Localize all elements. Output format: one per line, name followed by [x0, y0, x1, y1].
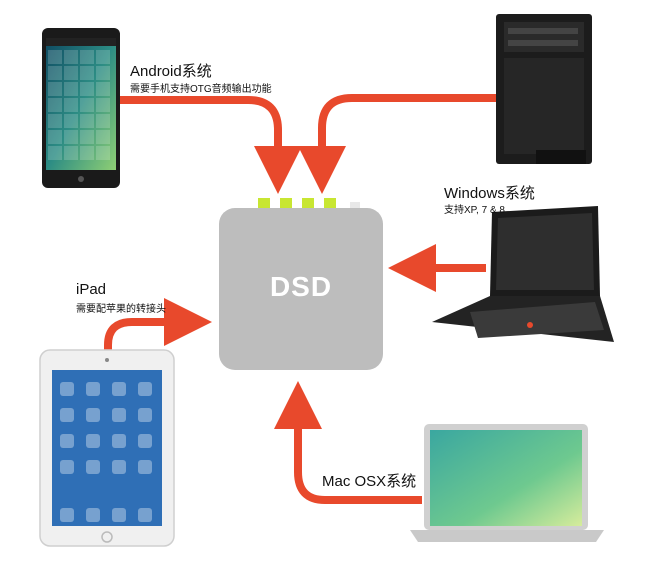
dsd-hub	[219, 198, 383, 370]
ipad	[39, 349, 175, 547]
arrow-mac	[274, 381, 422, 504]
android-title: Android系统	[130, 63, 212, 80]
windows-laptop	[432, 206, 614, 342]
app-grid	[60, 382, 152, 522]
windows-subtitle: 支持XP, 7 & 8	[444, 205, 505, 216]
ipad-title: iPad	[76, 281, 107, 298]
ipad-subtitle: 需要配苹果的转接头	[76, 304, 166, 315]
android-subtitle: 需要手机支持OTG音频输出功能	[130, 84, 272, 95]
android-phone	[42, 28, 120, 188]
windows-title: Windows系统	[444, 185, 535, 202]
desktop-tower	[496, 14, 592, 164]
dsd-label: DSD	[269, 271, 333, 302]
arrows	[100, 94, 498, 504]
arrow-ipad	[104, 298, 212, 355]
hub-box	[219, 208, 383, 370]
port-5	[350, 202, 360, 212]
mac-title: Mac OSX系统	[322, 473, 417, 490]
arrow-android	[100, 96, 302, 194]
arrow-desktop	[298, 94, 498, 194]
mac-laptop	[410, 424, 604, 542]
